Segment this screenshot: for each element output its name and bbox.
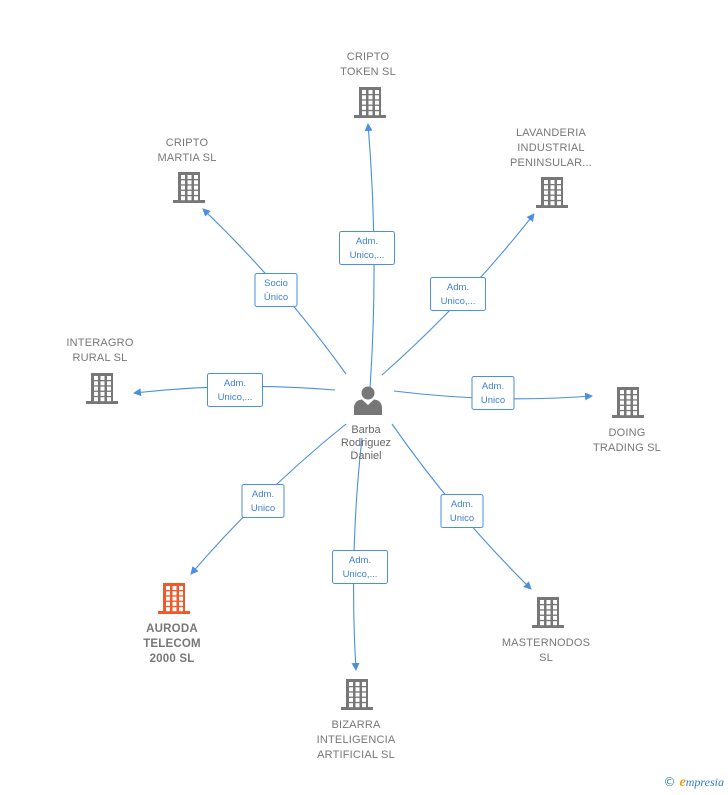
edge-label-box: [254, 273, 298, 307]
edge-label[interactable]: Adm. Unico: [241, 484, 285, 518]
building-icon: [536, 177, 568, 208]
company-name-line: CRIPTO: [166, 137, 209, 149]
edge-lavanderia: Adm. Unico,...: [381, 213, 535, 376]
edge-interagro: Adm. Unico,...: [133, 373, 336, 407]
edge-label-box: [440, 494, 484, 528]
edge-bizarra: Adm. Unico,...: [332, 437, 388, 671]
person-name-line: Rodriguez: [341, 437, 391, 449]
company-name-line: AURODA: [146, 623, 198, 635]
company-name-line: DOING: [608, 427, 645, 439]
edge-label-text: Unico: [251, 503, 275, 514]
edge-label[interactable]: Adm. Unico: [440, 494, 484, 528]
company-node-interagro[interactable]: INTERAGRO RURAL SL: [66, 337, 134, 404]
edge-label-text: Adm.: [349, 555, 371, 566]
edge-label-text: Adm.: [482, 381, 504, 392]
company-name-line: TRADING SL: [593, 442, 661, 454]
edges-layer: Adm.Unico,...Adm.Unico,...Adm.UnicoAdm.U…: [133, 123, 593, 671]
edge-label-box: [332, 550, 388, 584]
edge-doing-trading: Adm. Unico: [393, 376, 593, 410]
building-icon: [612, 387, 644, 418]
edge-label-text: Unico: [450, 513, 474, 524]
person-icon: [354, 386, 382, 415]
edge-label[interactable]: Adm. Unico,...: [332, 550, 388, 584]
company-name-line: RURAL SL: [73, 352, 128, 364]
edge-label-box: [471, 376, 515, 410]
company-node-masternodos[interactable]: MASTERNODOS SL: [502, 597, 590, 664]
company-name-line: INTERAGRO: [66, 337, 133, 349]
edge-label-text: Unico,...: [441, 296, 476, 307]
building-icon: [173, 172, 205, 203]
company-name-line: 2000 SL: [150, 653, 195, 665]
edge-cripto-token: Adm. Unico,...: [339, 123, 395, 389]
edge-label-text: Adm.: [356, 236, 378, 247]
edge-label-text: Adm.: [447, 282, 469, 293]
edge-label[interactable]: Adm. Unico: [471, 376, 515, 410]
building-icon: [341, 679, 373, 710]
building-icon: [158, 583, 190, 614]
edge-label-text: Socio: [264, 278, 288, 289]
company-name-line: BIZARRA: [331, 719, 381, 731]
edge-label-text: Adm.: [224, 378, 246, 389]
company-name-line: TELECOM: [143, 638, 201, 650]
building-icon: [354, 87, 386, 118]
company-name-line: MARTIA SL: [157, 152, 216, 164]
company-name-line: PENINSULAR...: [510, 157, 592, 169]
edge-label-text: Adm.: [451, 499, 473, 510]
company-name-line: CRIPTO: [347, 51, 390, 63]
company-name-line: MASTERNODOS: [502, 637, 590, 649]
edge-label[interactable]: Adm. Unico,...: [430, 277, 486, 311]
edge-label[interactable]: Adm. Unico,...: [339, 231, 395, 265]
edge-label-text: Unico,...: [350, 250, 385, 261]
company-node-cripto-martia[interactable]: CRIPTO MARTIA SL: [157, 137, 216, 203]
edge-label-box: [430, 277, 486, 311]
edge-label-box: [241, 484, 285, 518]
company-node-bizarra[interactable]: BIZARRA INTELIGENCIA ARTIFICIAL SL: [317, 679, 396, 761]
edge-label-box: [207, 373, 263, 407]
edge-label-text: Unico,...: [343, 569, 378, 580]
edge-label[interactable]: Adm. Unico,...: [207, 373, 263, 407]
company-node-lavanderia[interactable]: LAVANDERIA INDUSTRIAL PENINSULAR...: [510, 127, 592, 208]
building-icon: [86, 373, 118, 404]
edge-label-text: Adm.: [252, 489, 274, 500]
building-icon: [532, 597, 564, 628]
edge-auroda: Adm. Unico: [190, 423, 347, 575]
edge-label-text: Único: [264, 292, 288, 303]
edge-label-text: Unico,...: [218, 392, 253, 403]
company-name-line: INDUSTRIAL: [517, 142, 584, 154]
person-name-line: Daniel: [350, 450, 381, 462]
company-name-line: SL: [539, 652, 553, 664]
company-name-line: ARTIFICIAL SL: [317, 749, 395, 761]
brand-initial: e: [679, 775, 686, 790]
company-node-auroda[interactable]: AURODA TELECOM 2000 SL: [143, 583, 201, 665]
edge-label-box: [339, 231, 395, 265]
company-node-cripto-token[interactable]: CRIPTO TOKEN SL: [340, 51, 396, 118]
nodes-layer: CRIPTO TOKEN SL LAVANDERIA INDUSTRIAL PENINS…: [66, 51, 661, 761]
edge-masternodos: Adm. Unico: [391, 423, 532, 590]
copyright-symbol: ©: [663, 775, 676, 789]
company-name-line: INTELIGENCIA: [317, 734, 396, 746]
company-name-line: LAVANDERIA: [516, 127, 587, 139]
edge-label-text: Unico: [481, 395, 505, 406]
empresia-logo[interactable]: ©empresia: [664, 775, 724, 791]
company-name-line: TOKEN SL: [340, 66, 396, 78]
company-node-doing-trading[interactable]: DOING TRADING SL: [593, 387, 661, 454]
person-name-line: Barba: [351, 424, 381, 436]
brand-name: mpresia: [685, 775, 724, 789]
